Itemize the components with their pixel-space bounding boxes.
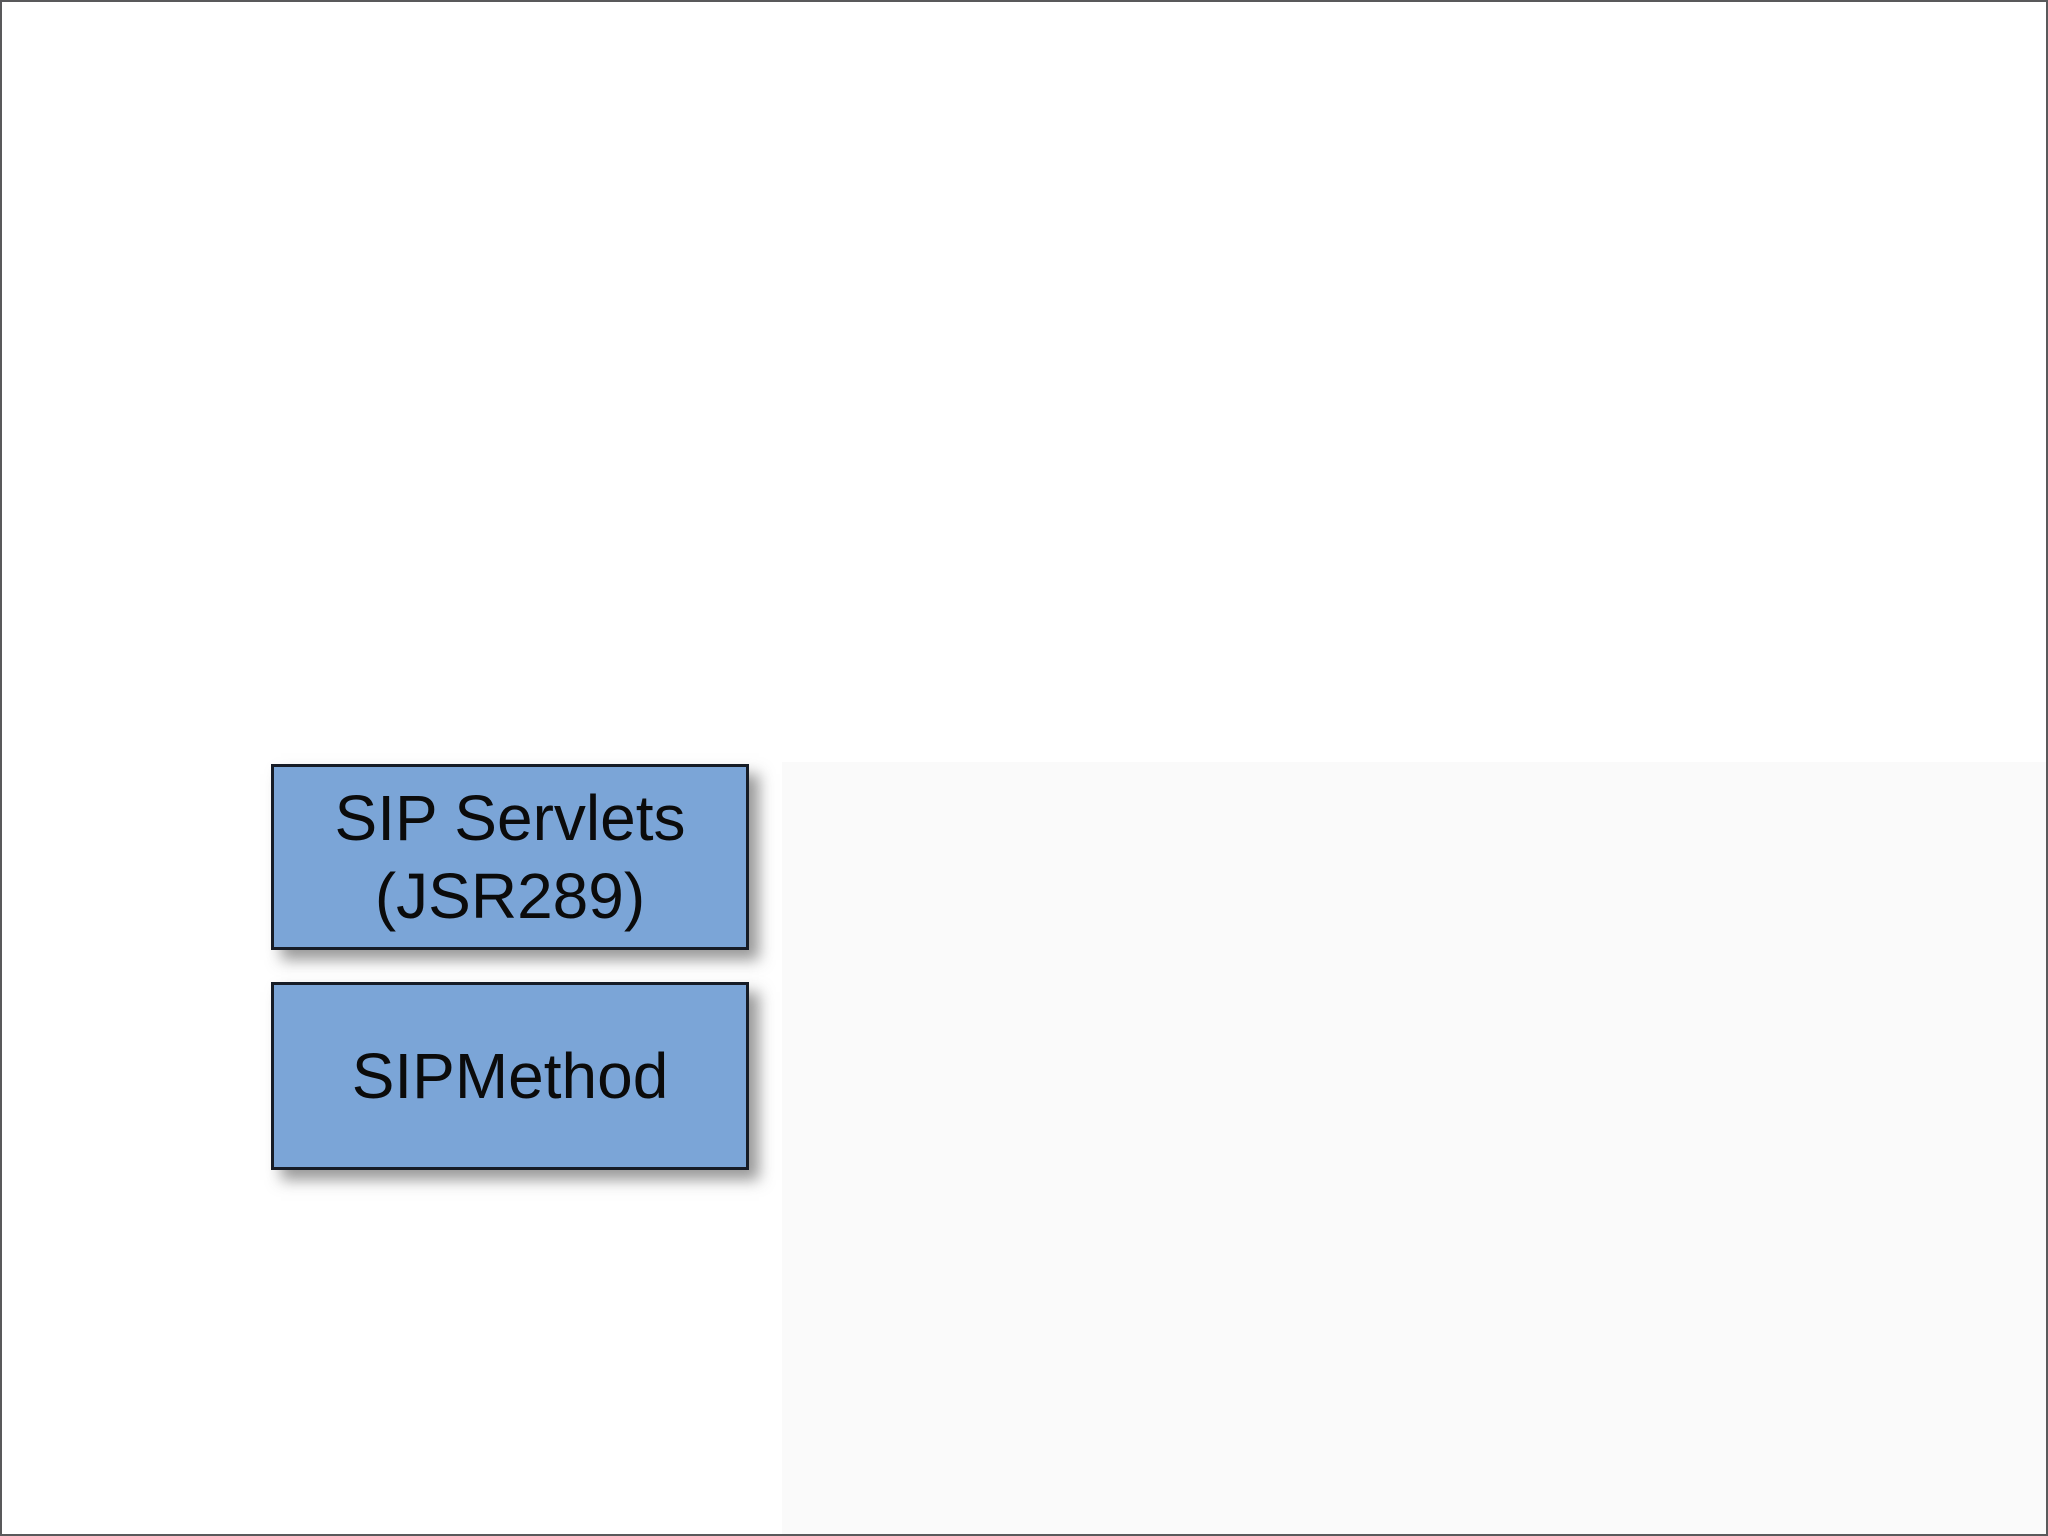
diagram-node-sip-servlets: SIP Servlets (JSR289) [271,764,749,950]
node-label-line: (JSR289) [374,860,646,932]
background-tint-region [782,762,2046,1534]
node-label-line: SIPMethod [351,1040,669,1112]
diagram-node-sipmethod: SIPMethod [271,982,749,1170]
node-label-line: SIP Servlets [334,782,686,854]
